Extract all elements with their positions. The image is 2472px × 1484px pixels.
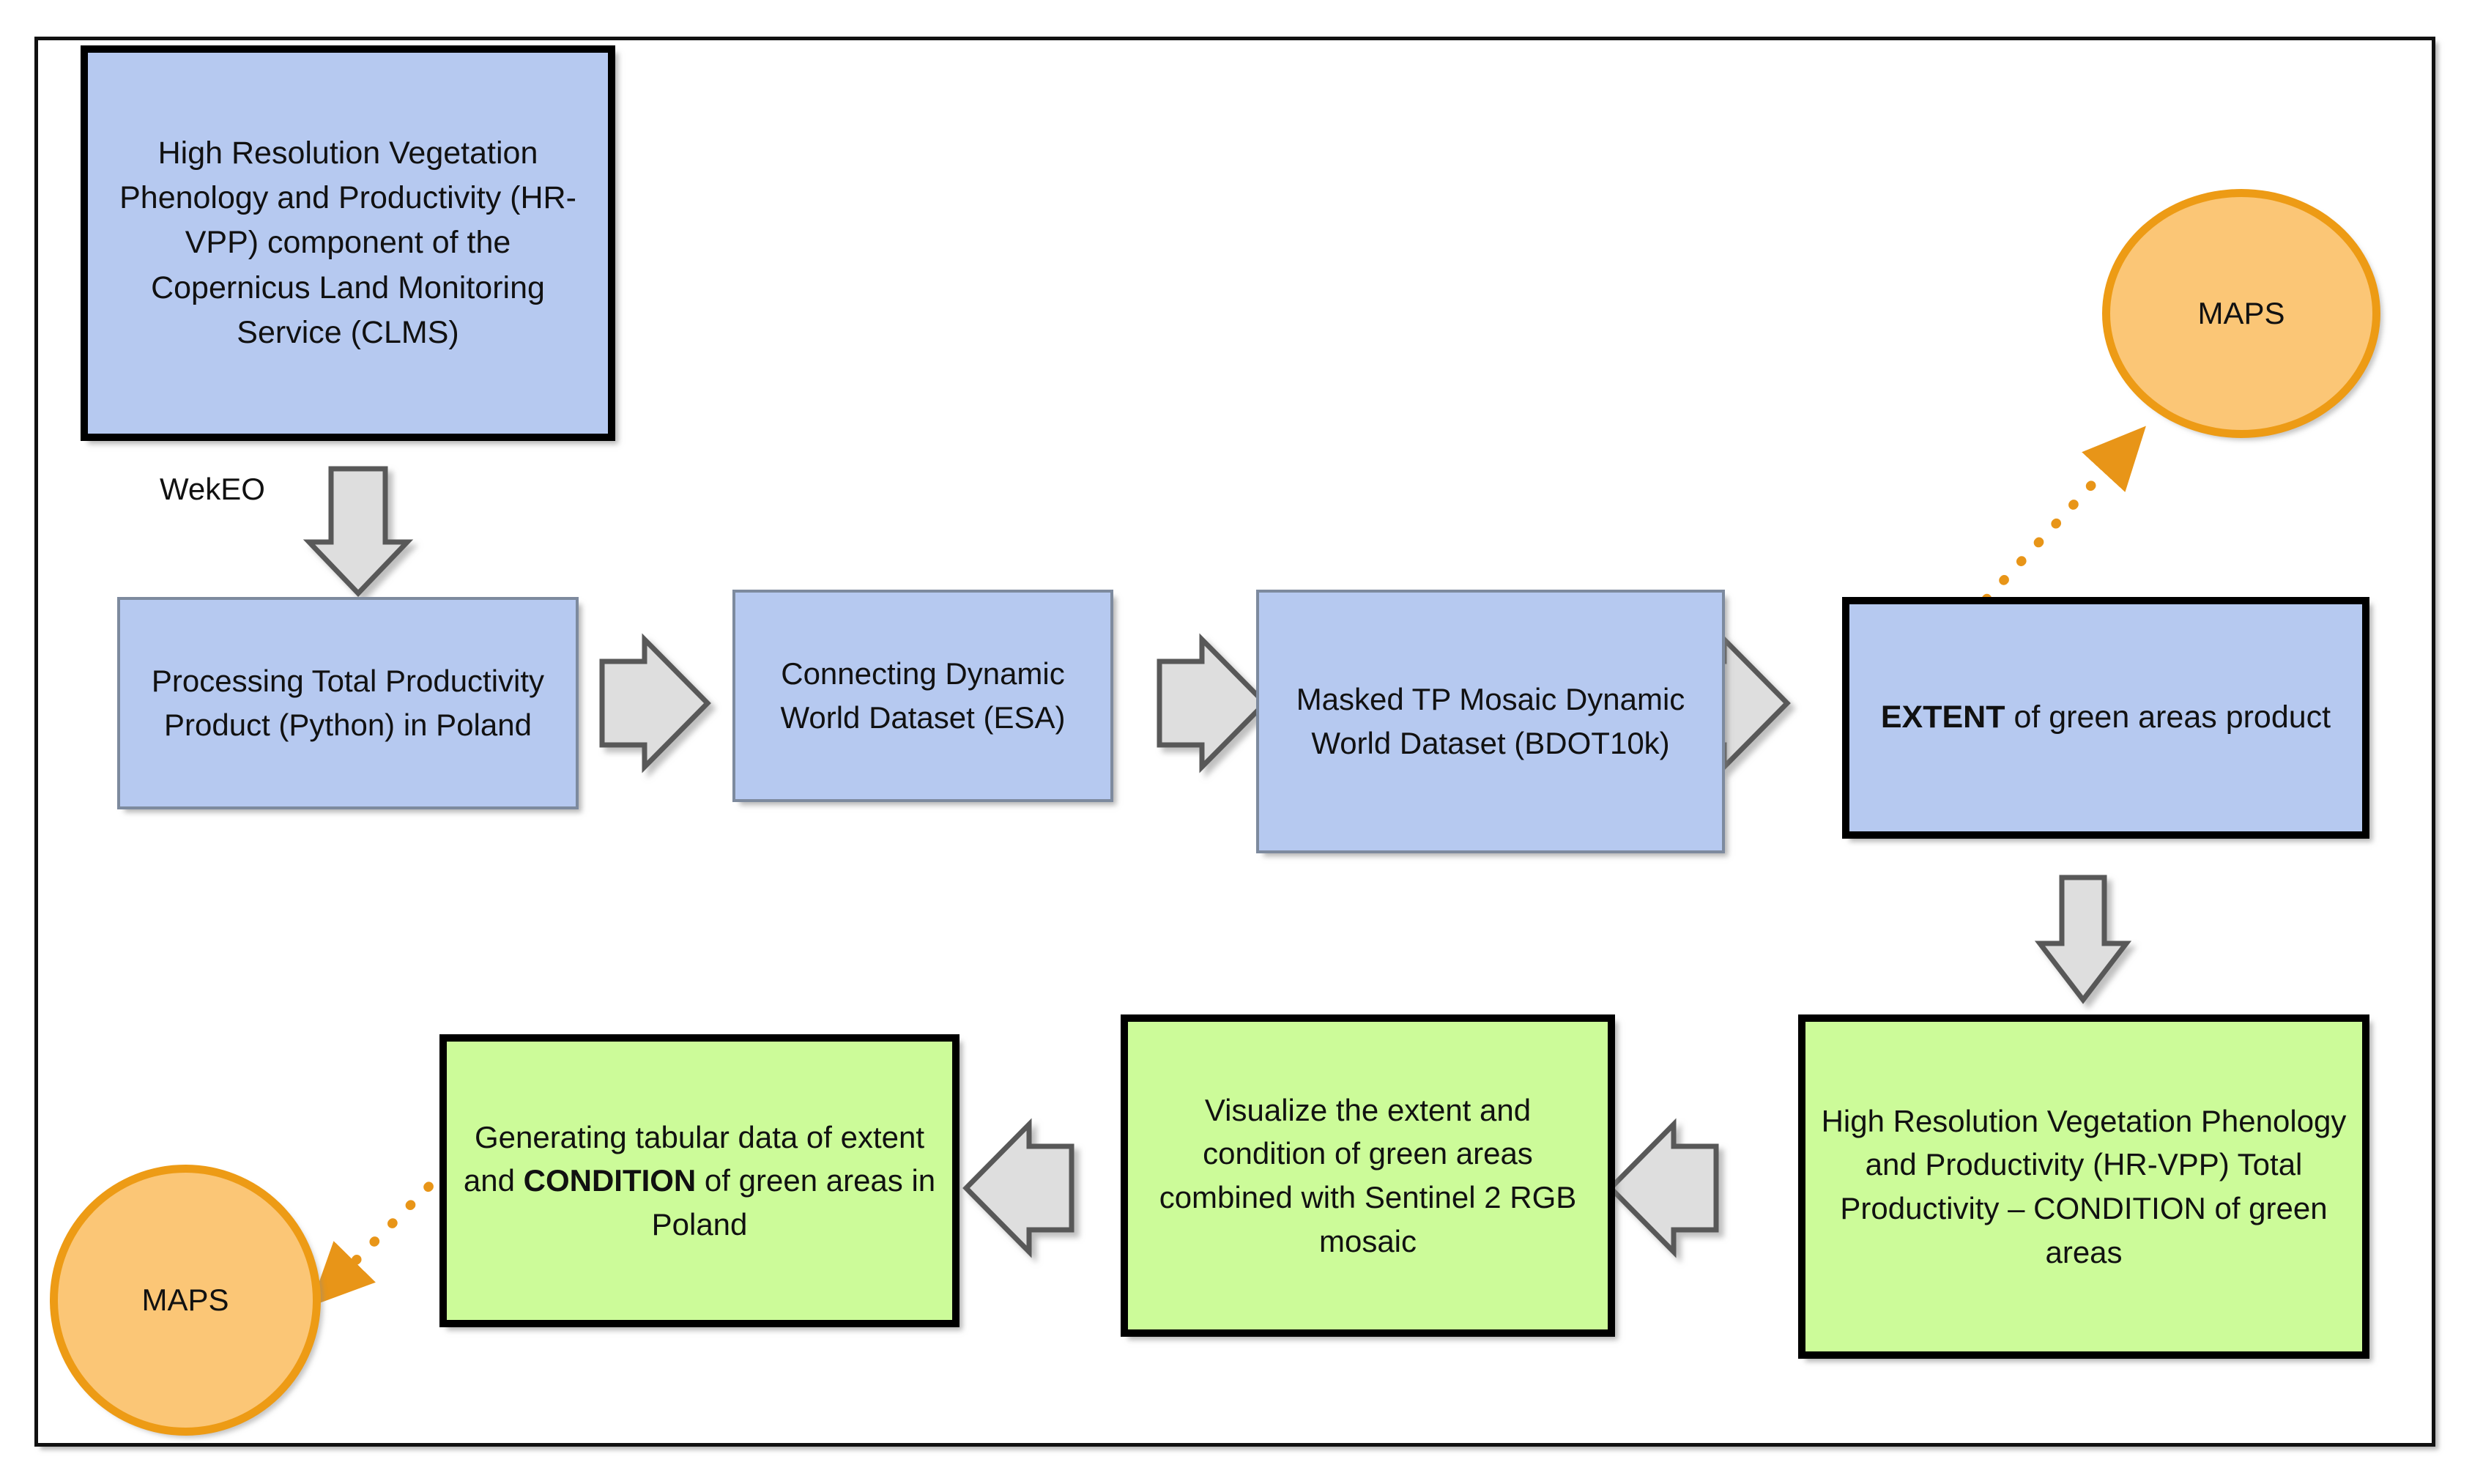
node-hrvpp-condition[interactable]: High Resolution Vegetation Phenology and…	[1798, 1014, 2369, 1359]
node-maps-bottom-label: MAPS	[141, 1283, 229, 1317]
node-extent-product[interactable]: EXTENT of green areas product	[1842, 597, 2369, 839]
node-processing-total-productivity[interactable]: Processing Total Productivity Product (P…	[117, 597, 579, 809]
node-maps-top-label: MAPS	[2197, 296, 2285, 330]
node-generating-tabular-data-bold: CONDITION	[523, 1163, 697, 1198]
node-connecting-dynamic-world[interactable]: Connecting Dynamic World Dataset (ESA)	[732, 590, 1113, 802]
node-maps-top[interactable]: MAPS	[2102, 189, 2380, 438]
node-source-hrvpp-clms-label: High Resolution Vegetation Phenology and…	[119, 136, 576, 350]
edge-label-wekeo: WekEO	[160, 472, 265, 506]
node-generating-tabular-data-label: Generating tabular data of extent and CO…	[447, 1116, 952, 1247]
node-extent-product-label: EXTENT of green areas product	[1849, 695, 2362, 740]
node-generating-tabular-data-post: of green areas in Poland	[651, 1163, 936, 1242]
node-extent-product-rest: of green areas product	[2005, 700, 2331, 735]
node-hrvpp-condition-label: High Resolution Vegetation Phenology and…	[1821, 1103, 2347, 1269]
node-extent-product-bold: EXTENT	[1880, 700, 2005, 735]
node-visualize-extent-condition-label: Visualize the extent and condition of gr…	[1159, 1092, 1577, 1258]
node-connecting-dynamic-world-label: Connecting Dynamic World Dataset (ESA)	[780, 656, 1066, 735]
node-visualize-extent-condition[interactable]: Visualize the extent and condition of gr…	[1121, 1014, 1615, 1337]
node-maps-bottom[interactable]: MAPS	[50, 1165, 321, 1436]
node-source-hrvpp-clms[interactable]: High Resolution Vegetation Phenology and…	[81, 45, 615, 441]
node-generating-tabular-data[interactable]: Generating tabular data of extent and CO…	[439, 1034, 960, 1327]
node-masked-tp-mosaic[interactable]: Masked TP Mosaic Dynamic World Dataset (…	[1256, 590, 1725, 853]
node-generating-tabular-data-pre: Generating tabular data of extent and	[463, 1119, 925, 1198]
node-masked-tp-mosaic-label: Masked TP Mosaic Dynamic World Dataset (…	[1296, 682, 1685, 760]
node-processing-total-productivity-label: Processing Total Productivity Product (P…	[151, 664, 545, 742]
